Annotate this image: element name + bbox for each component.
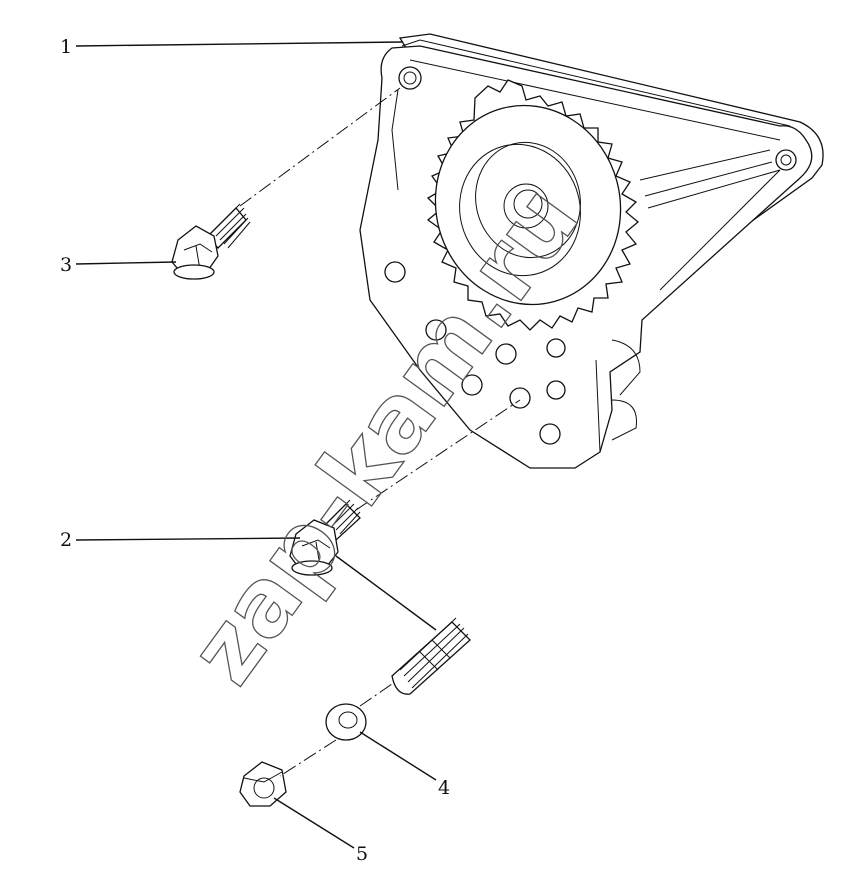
- leader-lines: [75, 41, 437, 849]
- part-5-nut: [239, 761, 287, 807]
- part-1-pump-housing: [359, 33, 824, 469]
- callout-5: 5: [356, 843, 368, 865]
- assembly-center-lines: [239, 87, 521, 777]
- part-2-bolt: [289, 499, 361, 576]
- callout-4: 4: [438, 777, 450, 799]
- part-3-bolt: [171, 203, 251, 280]
- part-4-washer: [325, 703, 367, 741]
- callout-3: 3: [60, 254, 72, 276]
- callout-2: 2: [60, 529, 72, 551]
- callout-1: 1: [60, 36, 72, 58]
- stud: [391, 617, 471, 695]
